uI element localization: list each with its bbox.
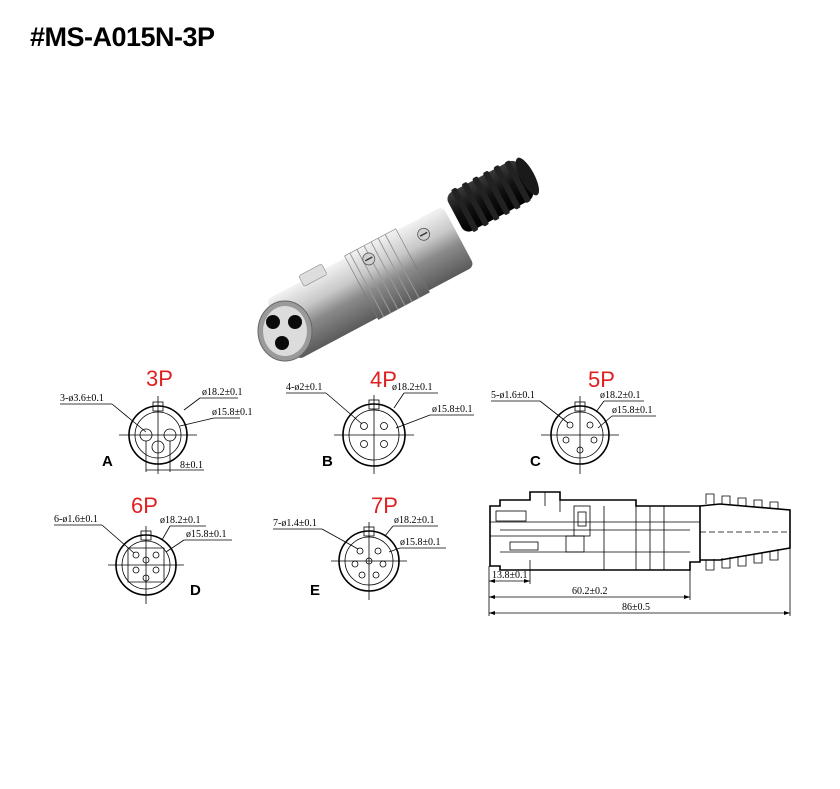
pin-hole: [380, 422, 388, 430]
inner-dim-label: ø15.8±0.1: [400, 537, 441, 548]
page-title: #MS-A015N-3P: [30, 22, 215, 52]
diagram-7p: 7P 7-ø1.4±0.1 ø18.2±0.1 ø15.8±0.1 E: [273, 493, 446, 600]
diagram-3p: 3P 3-ø3.6±0.1 ø18.2±0.1 ø15.8±0.1 8±0.1 …: [60, 366, 253, 474]
boot-ribs-bottom: [705, 549, 779, 571]
pin-hole: [358, 571, 366, 579]
diagram-5p: 5P 5-ø1.6±0.1 ø18.2±0.1 ø15.8±0.1 C: [491, 367, 656, 474]
dim-86: 86±0.5: [622, 602, 650, 613]
hole-dim-label: 6-ø1.6±0.1: [54, 514, 98, 525]
dim-13-8: 13.8±0.1: [492, 570, 528, 581]
outer-dim-label: ø18.2±0.1: [394, 515, 435, 526]
outer-dim-label: ø18.2±0.1: [392, 382, 433, 393]
diagram-letter: D: [190, 582, 201, 599]
diagram-letter: C: [530, 453, 541, 470]
hole-dim-label: 3-ø3.6±0.1: [60, 393, 104, 404]
metal-body: [268, 208, 473, 358]
pin-hole: [152, 551, 160, 559]
boot-outline: [699, 503, 791, 561]
pin-hole: [372, 571, 380, 579]
boot-ribs-top: [705, 493, 779, 509]
spacing-dim-label: 8±0.1: [180, 460, 203, 471]
hole-dim-label: 4-ø2±0.1: [286, 382, 322, 393]
pin-hole: [152, 566, 160, 574]
dim-60-2: 60.2±0.2: [572, 586, 608, 597]
diagram-6p: 6P 6-ø1.6±0.1 ø18.2±0.1 ø15.8±0.1 D: [54, 493, 232, 604]
pin-hole: [132, 551, 140, 559]
pin-count-label: 7P: [371, 493, 398, 518]
pin-hole: [379, 560, 387, 568]
housing-outline: [489, 491, 701, 571]
pin-hole: [380, 440, 388, 448]
diagram-4p: 4P 4-ø2±0.1 ø18.2±0.1 ø15.8±0.1 B: [286, 367, 474, 474]
pin-hole: [374, 547, 382, 555]
pin-hole: [356, 547, 364, 555]
connector-face: [257, 300, 313, 362]
outer-dim-label: ø18.2±0.1: [160, 515, 201, 526]
pin-hole: [360, 440, 368, 448]
pin-count-label: 6P: [131, 493, 158, 518]
diagram-letter: E: [310, 582, 320, 599]
inner-dim-label: ø15.8±0.1: [186, 529, 227, 540]
diagram-letter: A: [102, 453, 113, 470]
pin-hole: [132, 566, 140, 574]
inner-dim-label: ø15.8±0.1: [612, 405, 653, 416]
pin-hole: [586, 421, 594, 429]
connector-photo: [257, 157, 540, 362]
outer-dim-label: ø18.2±0.1: [202, 387, 243, 398]
inner-dim-label: ø15.8±0.1: [432, 404, 473, 415]
outer-dim-label: ø18.2±0.1: [600, 390, 641, 401]
pin-hole: [562, 436, 570, 444]
rubber-boot: [447, 157, 540, 232]
pin-count-label: 4P: [370, 367, 397, 392]
pin-hole: [590, 436, 598, 444]
pin-hole: [351, 560, 359, 568]
hole-dim-label: 5-ø1.6±0.1: [491, 390, 535, 401]
pin-count-label: 3P: [146, 366, 173, 391]
inner-dim-label: ø15.8±0.1: [212, 407, 253, 418]
pin-hole: [360, 422, 368, 430]
hole-dim-label: 7-ø1.4±0.1: [273, 518, 317, 529]
diagram-letter: B: [322, 453, 333, 470]
insert-outline: [127, 547, 165, 583]
pin-count-label: 5P: [588, 367, 615, 392]
side-view-drawing: 13.8±0.1 60.2±0.2 86±0.5: [488, 491, 791, 616]
pin-hole: [566, 421, 574, 429]
